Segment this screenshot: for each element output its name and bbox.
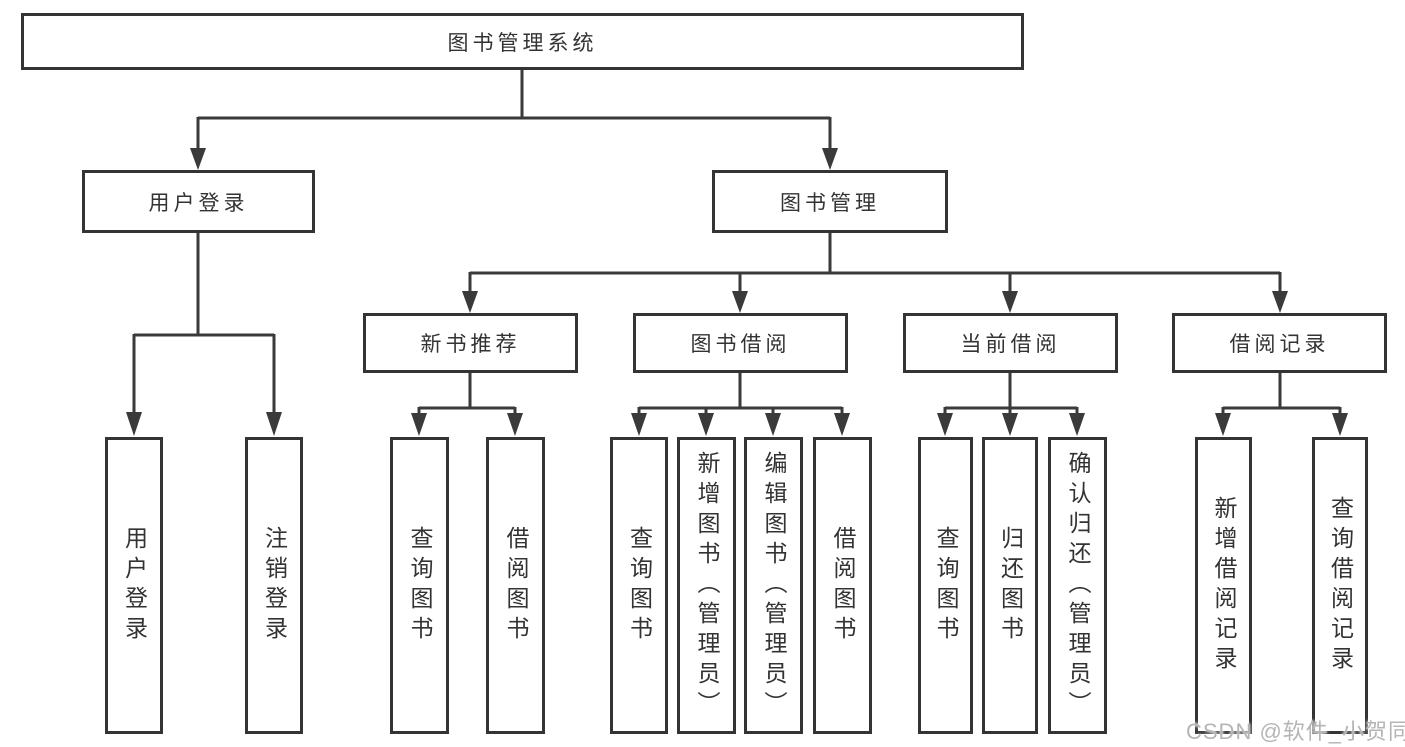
arrow-leaf-bb-edit <box>765 413 781 436</box>
node-root: 图书管理系统 <box>21 13 1024 70</box>
watermark-text: CSDN @软件_小贺同学 <box>1186 719 1405 744</box>
arrow-leaf-nb-borrow <box>507 413 523 436</box>
node-user-login: 用户登录 <box>82 170 315 233</box>
arrow-current-borrow <box>1002 291 1018 313</box>
leaf-user-login: 用户登录 <box>105 437 163 734</box>
arrow-leaf-cb-confirm <box>1069 413 1085 436</box>
arrow-leaf-bb-borrow <box>834 413 850 436</box>
leaf-bookborrow-borrow: 借阅图书 <box>813 437 872 734</box>
node-book-borrow: 图书借阅 <box>633 313 848 373</box>
leaf-logout: 注销登录 <box>245 437 303 734</box>
arrow-book-borrow <box>732 291 748 313</box>
arrow-borrow-records <box>1272 291 1288 313</box>
arrow-leaf-rec-add <box>1215 413 1231 436</box>
arrow-new-books <box>462 291 478 313</box>
arrow-leaf-cb-query <box>937 413 953 436</box>
node-current-borrow: 当前借阅 <box>903 313 1118 373</box>
node-borrow-records: 借阅记录 <box>1172 313 1387 373</box>
arrow-leaf-bb-query <box>631 413 647 436</box>
leaf-currentborrow-query: 查询图书 <box>918 437 973 734</box>
leaf-currentborrow-confirm-admin: 确认归还（管理员） <box>1048 437 1107 734</box>
node-book-management: 图书管理 <box>712 170 948 233</box>
leaf-newbooks-borrow: 借阅图书 <box>486 437 545 734</box>
leaf-currentborrow-return: 归还图书 <box>982 437 1038 734</box>
leaf-records-add: 新增借阅记录 <box>1195 437 1252 734</box>
arrow-leaf-nb-query <box>411 413 427 436</box>
arrow-leaf-cb-return <box>1002 413 1018 436</box>
leaf-bookborrow-query: 查询图书 <box>610 437 668 734</box>
arrow-leaf-login <box>126 412 142 436</box>
leaf-newbooks-query: 查询图书 <box>390 437 449 734</box>
arrow-book-management <box>822 148 838 170</box>
leaf-bookborrow-edit-admin: 编辑图书（管理员） <box>744 437 803 734</box>
node-new-book-recommend: 新书推荐 <box>363 313 578 373</box>
arrow-user-login <box>190 148 206 170</box>
arrow-leaf-bb-add <box>698 413 714 436</box>
arrow-leaf-logout <box>266 412 282 436</box>
arrow-leaf-rec-query <box>1332 413 1348 436</box>
leaf-bookborrow-add-admin: 新增图书（管理员） <box>677 437 736 734</box>
leaf-records-query: 查询借阅记录 <box>1312 437 1368 734</box>
